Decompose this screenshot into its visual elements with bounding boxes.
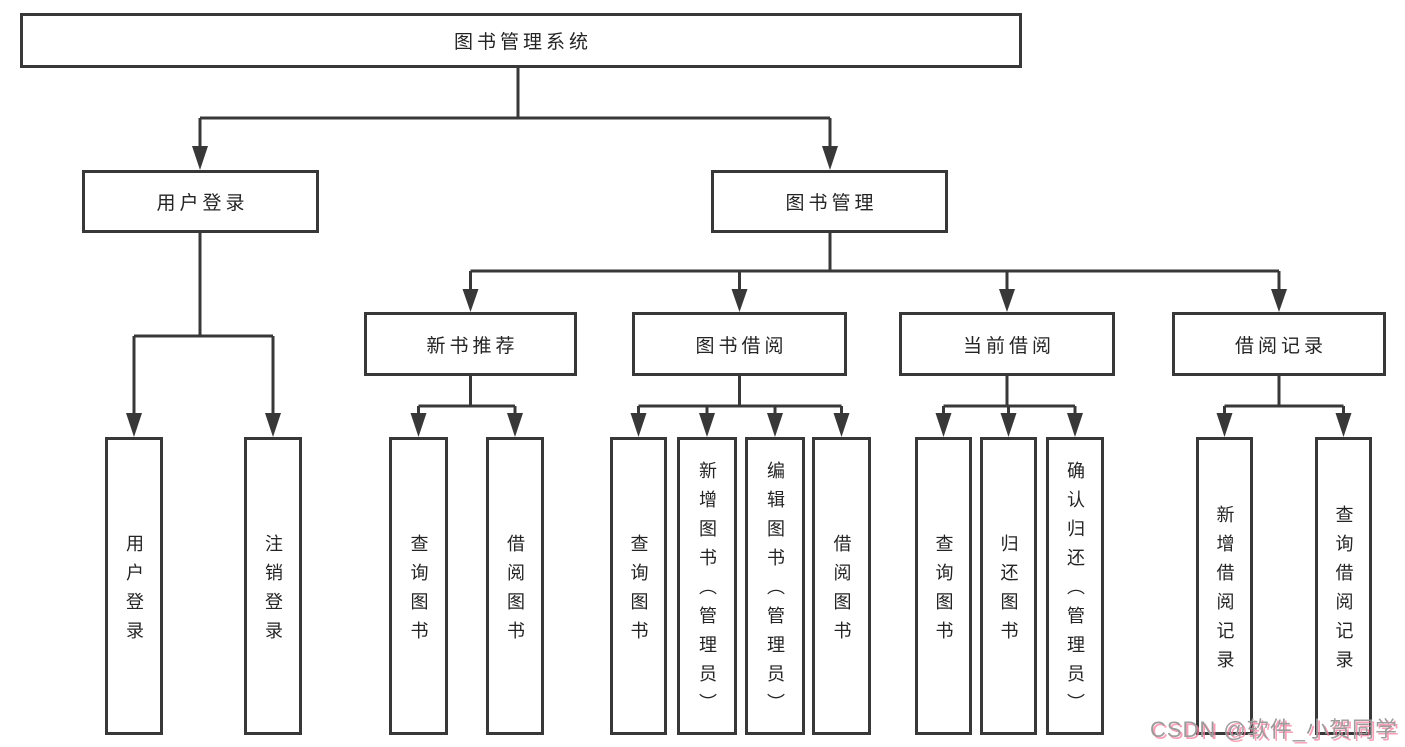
leaf-logout-login: 注销登录: [244, 437, 302, 735]
leaf-borrow-borrow-book: 借阅图书: [812, 437, 871, 735]
leaf-current-confirm-return-admin: 确认归还（管理员）: [1046, 437, 1104, 735]
connector-login-to-leaves: [132, 233, 275, 417]
arrowhead: [410, 413, 427, 437]
node-user-login: 用户登录: [82, 170, 319, 233]
arrowhead: [731, 289, 748, 312]
leaf-borrow-edit-book-admin: 编辑图书（管理员）: [745, 437, 805, 735]
leaf-label: 新增借阅记录: [1214, 504, 1235, 679]
connector-root-to-l2: [198, 68, 832, 150]
arrowhead: [462, 289, 479, 312]
leaf-label: 编辑图书（管理员）: [765, 461, 785, 722]
node-root: 图书管理系统: [20, 13, 1022, 68]
node-book-mgmt: 图书管理: [711, 170, 948, 233]
leaf-newbook-borrow-book: 借阅图书: [486, 437, 544, 735]
leaf-borrow-add-book-admin: 新增图书（管理员）: [677, 437, 737, 735]
arrowhead: [935, 413, 952, 437]
arrowhead: [1067, 413, 1083, 437]
leaf-records-query-record: 查询借阅记录: [1315, 437, 1372, 735]
connector-current-to-leaves: [942, 376, 1077, 417]
arrowhead: [126, 413, 142, 437]
csdn-watermark: CSDN @软件_小贺同学: [1149, 717, 1398, 742]
leaf-label: 注销登录: [263, 533, 283, 650]
leaf-current-query-book: 查询图书: [915, 437, 972, 735]
arrowhead: [767, 413, 783, 437]
leaf-label: 查询借阅记录: [1333, 504, 1354, 679]
leaf-label: 查询图书: [933, 533, 954, 650]
leaf-label: 确认归还（管理员）: [1065, 461, 1085, 722]
leaf-label: 借阅图书: [831, 533, 852, 650]
leaf-label: 查询图书: [408, 533, 429, 650]
leaf-newbook-query-book: 查询图书: [389, 437, 448, 735]
leaf-records-add-record: 新增借阅记录: [1196, 437, 1253, 735]
leaf-label: 归还图书: [998, 533, 1019, 650]
arrowhead: [1000, 413, 1017, 437]
arrowhead: [265, 413, 281, 437]
arrowhead: [507, 413, 523, 437]
leaf-label: 查询图书: [628, 533, 649, 650]
arrowhead: [630, 413, 647, 437]
arrowhead: [1216, 413, 1233, 437]
arrowhead: [192, 146, 208, 170]
connector-mgmt-to-l3: [469, 233, 1281, 292]
leaf-label: 借阅图书: [505, 533, 525, 650]
node-new-book-recommend: 新书推荐: [364, 312, 577, 376]
arrowhead: [1271, 289, 1287, 312]
leaf-current-return-book: 归还图书: [980, 437, 1037, 735]
leaf-borrow-query-book: 查询图书: [610, 437, 667, 735]
node-borrow-records: 借阅记录: [1172, 312, 1386, 376]
connector-borrow-to-leaves: [637, 376, 843, 417]
arrowhead: [999, 289, 1015, 312]
leaf-user-login: 用户登录: [105, 437, 163, 735]
leaf-label: 用户登录: [124, 533, 144, 650]
node-book-borrow: 图书借阅: [632, 312, 847, 376]
arrowhead: [1335, 413, 1352, 437]
leaf-label: 新增图书（管理员）: [697, 461, 717, 722]
arrowhead: [833, 413, 850, 437]
connector-records-to-leaves: [1223, 376, 1345, 417]
connector-newbook-to-leaves: [417, 376, 517, 417]
node-current-borrow: 当前借阅: [899, 312, 1115, 376]
arrowhead: [822, 146, 838, 170]
arrowhead: [699, 413, 715, 437]
